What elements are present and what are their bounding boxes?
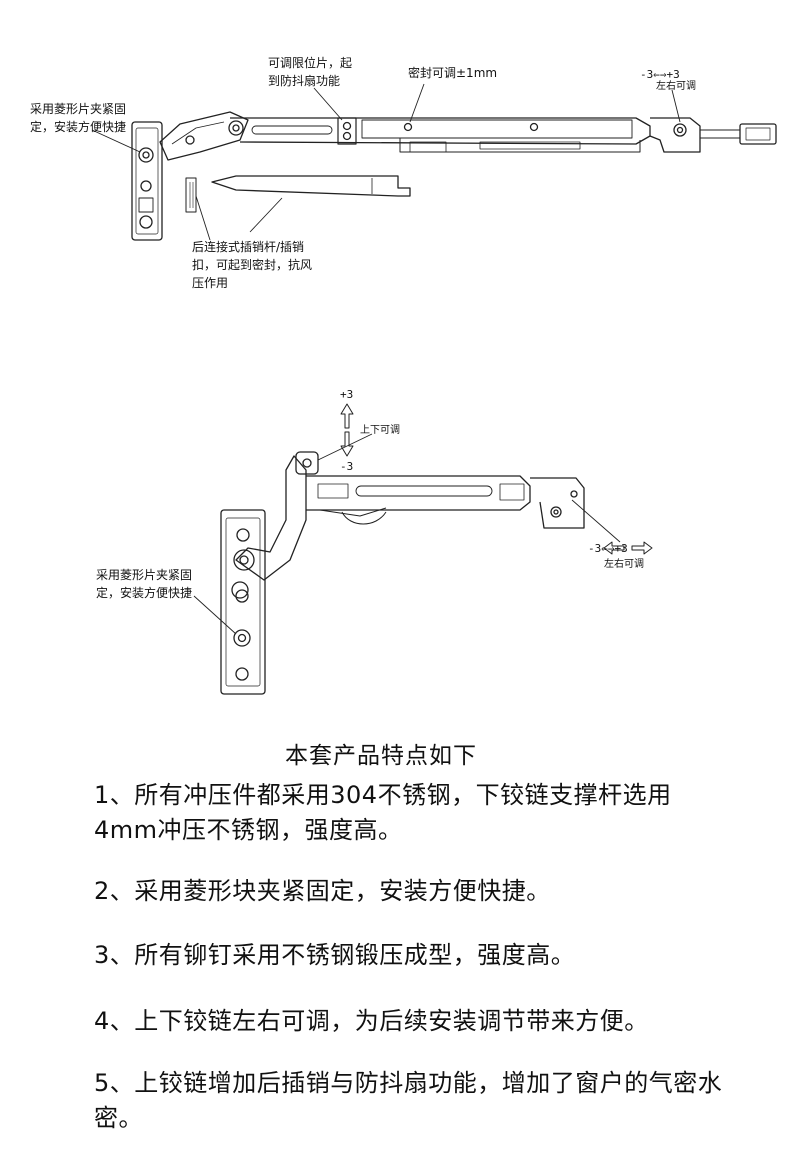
hinge-technical-drawing <box>91 83 777 695</box>
top-end-connector <box>739 123 777 145</box>
top-diamond-clamp-label-line1: 采用菱形片夹紧固 <box>30 102 127 116</box>
up-arrow <box>340 403 354 429</box>
rear-pin-catch <box>185 177 197 213</box>
top-limit-piece <box>337 117 357 145</box>
limit-piece-label: 可调限位片，起 到防抖扇功能 <box>268 54 352 90</box>
minus-three-label: -3 <box>340 460 354 473</box>
top-diamond-clamp-label: 采用菱形片夹紧固 定，安装方便快捷 <box>30 100 126 136</box>
top-lr-adjust-screw <box>673 123 687 137</box>
bottom-vertical-plate <box>220 509 266 695</box>
top-vertical-plate <box>131 121 163 241</box>
top-right-end-block <box>649 117 701 153</box>
bottom-leader-lines <box>193 433 621 635</box>
feature-item-1: 1、所有冲压件都采用304不锈钢，下铰链支撑杆选用4mm冲压不锈钢，强度高。 <box>94 781 672 844</box>
limit-piece-label-line2: 到防抖扇功能 <box>268 74 341 88</box>
feature-item-3: 3、所有铆钉采用不锈钢锻压成型，强度高。 <box>94 941 576 969</box>
top-diamond-clamp-label-line2: 定，安装方便快捷 <box>30 120 127 134</box>
features-title: 本套产品特点如下 <box>285 743 477 769</box>
bottom-diamond-clamp-label-line2: 定，安装方便快捷 <box>96 586 193 600</box>
top-diamond-clamp-screw <box>138 147 154 163</box>
plus-three-label: +3 <box>340 388 354 401</box>
rear-pin-label-line2: 扣，可起到密封，抗风 <box>192 258 313 272</box>
feature-item-2: 2、采用菱形块夹紧固定，安装方便快捷。 <box>94 877 551 905</box>
top-hinge-assembly <box>91 83 777 241</box>
bottom-pivot-arm <box>235 455 307 581</box>
top-main-arm <box>230 117 651 145</box>
rear-pin-label-line3: 压作用 <box>192 276 229 290</box>
bottom-diamond-clamp-label-line1: 采用菱形片夹紧固 <box>96 568 193 582</box>
bottom-hinge-assembly <box>193 403 653 695</box>
bottom-right-end-block <box>530 477 585 529</box>
bottom-diamond-clamp-label: 采用菱形片夹紧固 定，安装方便快捷 <box>96 566 192 602</box>
bottom-diamond-clamp-screw <box>233 629 251 647</box>
bottom-lr-scale-label: -3⇐⇒+3 <box>588 542 628 555</box>
rear-pin-label-line1: 后连接式插销杆/插销 <box>192 240 305 254</box>
bottom-ud-adjust-screw <box>295 451 319 475</box>
top-pivot-arm <box>159 111 249 161</box>
top-lr-adjust-label: 左右可调 <box>656 81 696 92</box>
top-leader-lines <box>91 83 681 241</box>
feature-item-5: 5、上铰链增加后插销与防抖扇功能，增加了窗户的气密水密。 <box>94 1069 723 1132</box>
rear-pin-label: 后连接式插销杆/插销 扣，可起到密封，抗风 压作用 <box>192 238 312 292</box>
ud-adjust-label: 上下可调 <box>360 425 400 436</box>
bottom-lr-arrows <box>603 541 653 555</box>
bottom-main-arm <box>306 475 531 511</box>
down-arrow <box>340 431 354 457</box>
rear-pin-rod <box>211 175 411 197</box>
top-lr-scale-label: -3⇐⇒+3 <box>640 68 680 81</box>
seal-adjust-label: 密封可调±1mm <box>408 66 498 80</box>
limit-piece-label-line1: 可调限位片，起 <box>268 56 353 70</box>
feature-item-4: 4、上下铰链左右可调，为后续安装调节带来方便。 <box>94 1007 649 1035</box>
bottom-lr-adjust-label: 左右可调 <box>604 559 644 570</box>
